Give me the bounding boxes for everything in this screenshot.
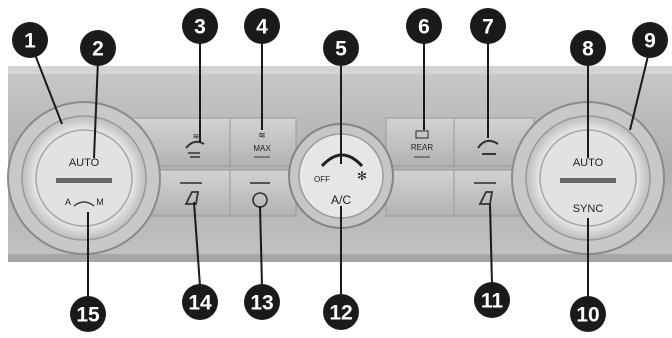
svg-text:1: 1 bbox=[24, 30, 36, 53]
windshield-defrost-button[interactable]: ≋ bbox=[185, 132, 205, 158]
callout-8: 8 bbox=[570, 30, 606, 66]
seat-heat-icon bbox=[184, 191, 200, 205]
mode-manual-label: M bbox=[96, 197, 104, 207]
callout-5: 5 bbox=[323, 30, 359, 66]
fan-off-label: OFF bbox=[314, 175, 330, 184]
callout-4: 4 bbox=[244, 8, 280, 44]
max-defrost-icon: ≋ bbox=[258, 130, 266, 140]
callout-11: 11 bbox=[474, 282, 510, 318]
passenger-auto-label: AUTO bbox=[573, 157, 604, 169]
svg-text:≋: ≋ bbox=[193, 132, 200, 141]
driver-auto-label: AUTO bbox=[69, 157, 100, 169]
callout-6: 6 bbox=[406, 8, 442, 44]
callout-1: 1 bbox=[12, 22, 48, 58]
callout-3: 3 bbox=[182, 8, 218, 44]
passenger-seat-heat-button[interactable] bbox=[474, 182, 496, 205]
rear-label: REAR bbox=[411, 143, 433, 152]
svg-text:14: 14 bbox=[188, 292, 212, 315]
callout-10: 10 bbox=[570, 296, 606, 332]
callout-13: 13 bbox=[244, 284, 280, 320]
defrost-icon bbox=[185, 140, 205, 149]
callout-leaders bbox=[33, 42, 649, 296]
fan-icon: ✻ bbox=[357, 169, 367, 183]
svg-text:5: 5 bbox=[335, 38, 347, 61]
sync-label: SYNC bbox=[573, 203, 604, 215]
svg-text:12: 12 bbox=[329, 302, 352, 325]
svg-text:15: 15 bbox=[76, 304, 100, 327]
air-distribution-button[interactable] bbox=[477, 139, 499, 155]
callout-14: 14 bbox=[182, 284, 218, 320]
rear-window-icon bbox=[415, 130, 429, 139]
passenger-temperature-knob[interactable]: AUTO SYNC bbox=[511, 101, 665, 255]
callout-2: 2 bbox=[80, 30, 116, 66]
svg-text:11: 11 bbox=[481, 290, 504, 313]
svg-text:9: 9 bbox=[644, 30, 656, 53]
svg-text:3: 3 bbox=[194, 16, 206, 39]
driver-temperature-knob[interactable]: AUTO A M bbox=[7, 101, 161, 255]
callout-15: 15 bbox=[70, 296, 106, 332]
max-defrost-button[interactable]: ≋ MAX bbox=[253, 130, 271, 158]
air-flow-icon bbox=[477, 139, 499, 155]
callout-9: 9 bbox=[632, 22, 668, 58]
svg-text:13: 13 bbox=[250, 292, 273, 315]
svg-text:10: 10 bbox=[576, 304, 599, 327]
recirculation-icon bbox=[73, 201, 95, 207]
rear-defrost-button[interactable]: REAR bbox=[411, 130, 433, 158]
svg-text:6: 6 bbox=[418, 16, 430, 39]
mode-auto-label: A bbox=[65, 197, 71, 207]
svg-text:8: 8 bbox=[582, 38, 594, 61]
callout-7: 7 bbox=[470, 8, 506, 44]
max-label: MAX bbox=[253, 144, 271, 153]
callout-markers: 1 2 3 4 5 6 7 8 9 10 11 12 13 14 15 bbox=[12, 8, 668, 332]
ac-label: A/C bbox=[331, 193, 351, 207]
seat-heat-icon bbox=[478, 191, 494, 205]
svg-text:7: 7 bbox=[482, 16, 494, 39]
driver-seat-heat-button[interactable] bbox=[180, 182, 202, 205]
svg-text:2: 2 bbox=[92, 38, 104, 61]
callout-12: 12 bbox=[323, 294, 359, 330]
fan-speed-knob[interactable]: OFF ✻ A/C bbox=[288, 123, 394, 229]
svg-text:4: 4 bbox=[256, 16, 268, 39]
